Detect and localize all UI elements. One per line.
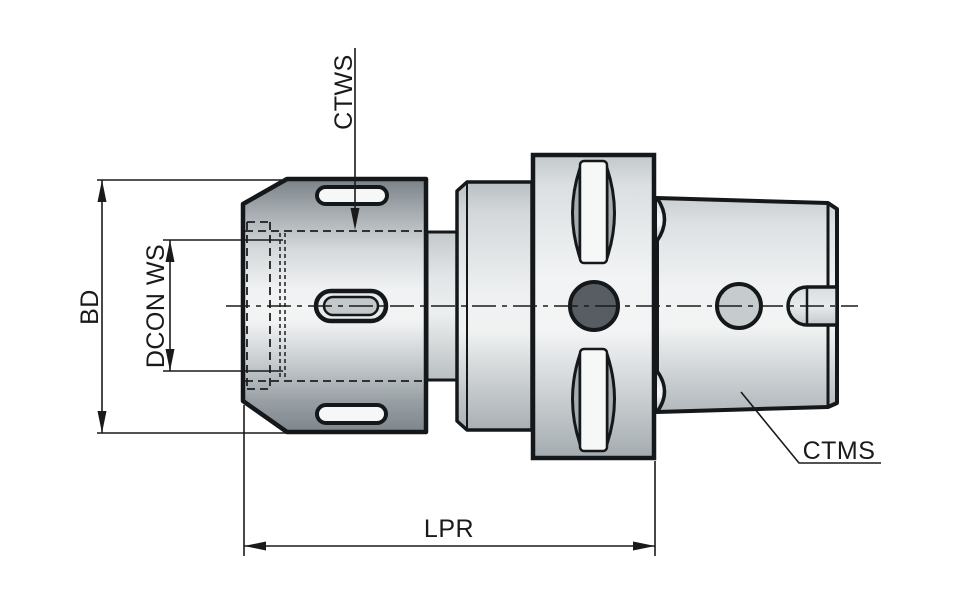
- dcon-arrow-up: [165, 240, 175, 262]
- bd-arrow-down: [97, 411, 107, 433]
- relief-groove-top: [655, 196, 667, 243]
- dimension-ctws: [350, 48, 360, 230]
- label-ctms: CTMS: [803, 437, 876, 465]
- relief-groove-bottom: [655, 369, 667, 414]
- ctws-arrow-down: [350, 208, 360, 230]
- collet-nose: [240, 176, 429, 435]
- wrench-slot-bottom: [315, 403, 388, 425]
- label-lpr: LPR: [424, 515, 474, 543]
- keyway-slot-bottom: [578, 347, 609, 453]
- dcon-arrow-down: [165, 349, 175, 371]
- keyway-slot-top: [578, 159, 609, 265]
- dimension-dcon-ws: [163, 239, 283, 372]
- lpr-arrow-left: [244, 541, 266, 551]
- taper-shank-body: [655, 196, 839, 414]
- lpr-arrow-right: [633, 541, 655, 551]
- drive-flange: [530, 152, 657, 461]
- label-ctws: CTWS: [330, 54, 358, 130]
- dimension-lpr: [243, 405, 656, 556]
- ctms-leader-line: [740, 391, 881, 464]
- label-dcon-ws: DCON WS: [142, 244, 170, 368]
- label-bd: BD: [76, 289, 104, 325]
- dimension-bd: [97, 179, 289, 434]
- bd-arrow-up: [97, 180, 107, 202]
- wrench-slot-top: [315, 185, 389, 206]
